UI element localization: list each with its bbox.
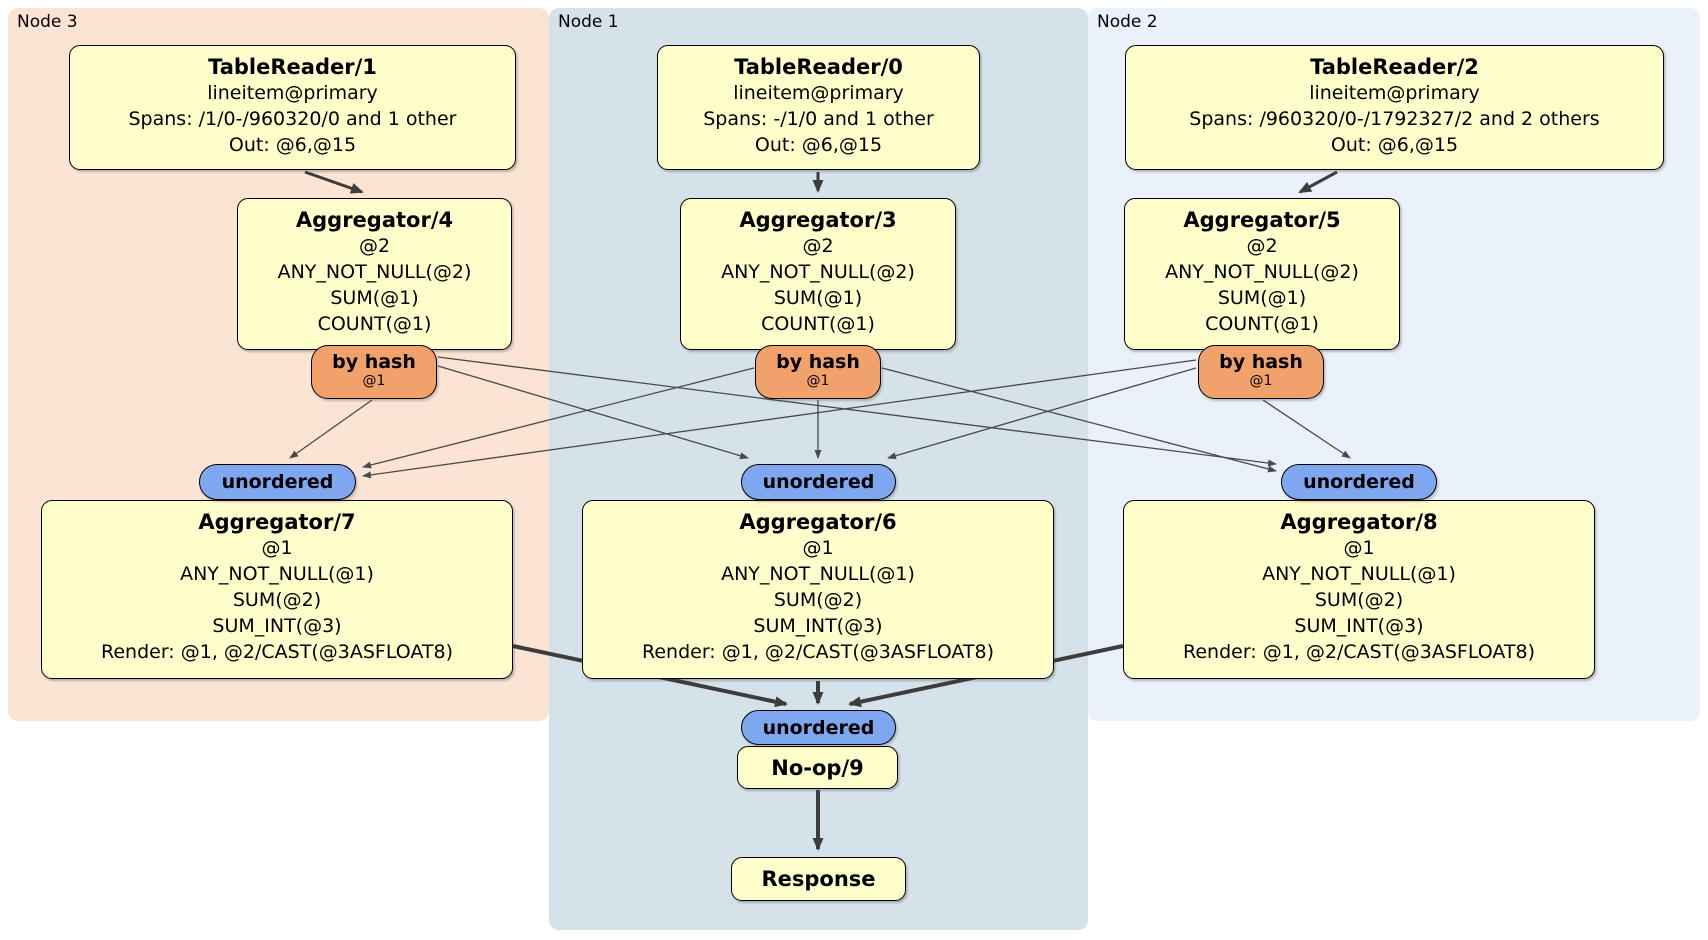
processor-aggregator-8: Aggregator/8 @1 ANY_NOT_NULL(@1) SUM(@2)… (1123, 500, 1595, 679)
router-label: by hash (332, 351, 416, 373)
processor-index: lineitem@primary (733, 82, 904, 104)
processor-spans: Spans: /960320/0-/1792327/2 and 2 others (1189, 108, 1600, 130)
sync-label: unordered (762, 716, 875, 739)
processor-index: lineitem@primary (207, 82, 378, 104)
processor-noop-9: No-op/9 (737, 746, 898, 789)
processor-title: TableReader/1 (208, 55, 377, 79)
processor-out: Out: @6,@15 (754, 134, 883, 156)
router-by-hash-4: by hash @1 (311, 345, 437, 399)
processor-title: TableReader/2 (1310, 55, 1479, 79)
edge-hash3-un8 (881, 367, 1277, 473)
edge-hash3-un7 (362, 367, 755, 469)
processor-aggregator-4: Aggregator/4 @2 ANY_NOT_NULL(@2) SUM(@1)… (237, 198, 512, 350)
processor-fn: SUM(@1) (773, 287, 863, 309)
processor-spans: Spans: -/1/0 and 1 other (703, 108, 934, 130)
edge-hash5-un8 (1262, 399, 1351, 459)
sync-unordered-8: unordered (1281, 464, 1437, 500)
processor-fn: ANY_NOT_NULL(@1) (180, 563, 374, 585)
processor-fn: COUNT(@1) (761, 313, 875, 335)
edge-hash4-un6 (437, 365, 749, 460)
processor-render: Render: @1, @2/CAST(@3ASFLOAT8) (1183, 641, 1535, 663)
processor-title: Aggregator/8 (1280, 510, 1438, 534)
sync-unordered-7: unordered (199, 464, 356, 500)
processor-title: Aggregator/3 (739, 208, 897, 232)
processor-fn: COUNT(@1) (1205, 313, 1319, 335)
processor-fn: SUM(@1) (1217, 287, 1307, 309)
processor-title: Aggregator/6 (739, 510, 897, 534)
processor-render: Render: @1, @2/CAST(@3ASFLOAT8) (642, 641, 994, 663)
sync-unordered-final: unordered (741, 710, 896, 745)
processor-group-col: @2 (802, 235, 834, 257)
processor-aggregator-5: Aggregator/5 @2 ANY_NOT_NULL(@2) SUM(@1)… (1124, 198, 1400, 350)
sync-label: unordered (1303, 471, 1415, 493)
sync-label: unordered (221, 471, 334, 493)
edge-hash4-un7 (289, 399, 373, 459)
processor-spans: Spans: /1/0-/960320/0 and 1 other (128, 108, 457, 130)
processor-fn: SUM_INT(@3) (753, 615, 883, 637)
processor-fn: ANY_NOT_NULL(@1) (1262, 563, 1456, 585)
processor-out: Out: @6,@15 (228, 134, 357, 156)
processor-group-col: @1 (261, 537, 293, 559)
processor-title: No-op/9 (771, 755, 864, 780)
processor-fn: SUM(@2) (1314, 589, 1404, 611)
processor-group-col: @2 (1246, 235, 1278, 257)
edge-hash4-un8 (437, 356, 1277, 467)
processor-render: Render: @1, @2/CAST(@3ASFLOAT8) (101, 641, 453, 663)
processor-tablereader-2: TableReader/2 lineitem@primary Spans: /9… (1125, 45, 1664, 170)
edge-hash5-un6 (887, 367, 1197, 460)
edge-tr1-agg4 (304, 170, 364, 194)
router-by-hash-5: by hash @1 (1198, 345, 1324, 399)
processor-title: Aggregator/7 (198, 510, 356, 534)
processor-fn: SUM(@2) (232, 589, 322, 611)
processor-title: Response (761, 867, 876, 891)
router-label: by hash (1219, 351, 1303, 373)
processor-title: Aggregator/4 (295, 208, 454, 232)
processor-fn: ANY_NOT_NULL(@2) (721, 261, 915, 283)
processor-group-col: @2 (358, 235, 391, 257)
processor-fn: SUM_INT(@3) (212, 615, 342, 637)
sync-label: unordered (762, 471, 875, 493)
processor-fn: ANY_NOT_NULL(@2) (1165, 261, 1359, 283)
processor-tablereader-1: TableReader/1 lineitem@primary Spans: /1… (69, 45, 516, 170)
processor-group-col: @1 (802, 537, 834, 559)
router-detail: @1 (806, 373, 830, 389)
router-by-hash-3: by hash @1 (755, 345, 881, 399)
processor-fn: ANY_NOT_NULL(@1) (721, 563, 915, 585)
edge-tr2-agg5 (1298, 170, 1338, 194)
processor-index: lineitem@primary (1309, 82, 1480, 104)
processor-aggregator-7: Aggregator/7 @1 ANY_NOT_NULL(@1) SUM(@2)… (41, 500, 513, 679)
sync-unordered-6: unordered (741, 464, 896, 500)
router-label: by hash (776, 351, 860, 373)
processor-fn: ANY_NOT_NULL(@2) (277, 261, 472, 283)
processor-fn: SUM(@2) (773, 589, 863, 611)
panel-node3-label: Node 3 (17, 12, 78, 32)
processor-out: Out: @6,@15 (1330, 134, 1459, 156)
edge-hash5-un7 (362, 359, 1197, 479)
processor-fn: SUM(@1) (330, 287, 419, 309)
processor-title: TableReader/0 (734, 55, 903, 79)
processor-fn: COUNT(@1) (317, 313, 432, 335)
processor-tablereader-0: TableReader/0 lineitem@primary Spans: -/… (657, 45, 980, 170)
processor-aggregator-6: Aggregator/6 @1 ANY_NOT_NULL(@1) SUM(@2)… (582, 500, 1054, 679)
processor-response: Response (731, 857, 906, 901)
panel-node2-label: Node 2 (1097, 12, 1158, 32)
processor-fn: SUM_INT(@3) (1294, 615, 1424, 637)
processor-aggregator-3: Aggregator/3 @2 ANY_NOT_NULL(@2) SUM(@1)… (680, 198, 956, 350)
router-detail: @1 (362, 373, 386, 389)
panel-node1-label: Node 1 (558, 12, 619, 32)
processor-group-col: @1 (1343, 537, 1375, 559)
processor-title: Aggregator/5 (1183, 208, 1341, 232)
router-detail: @1 (1249, 373, 1273, 389)
